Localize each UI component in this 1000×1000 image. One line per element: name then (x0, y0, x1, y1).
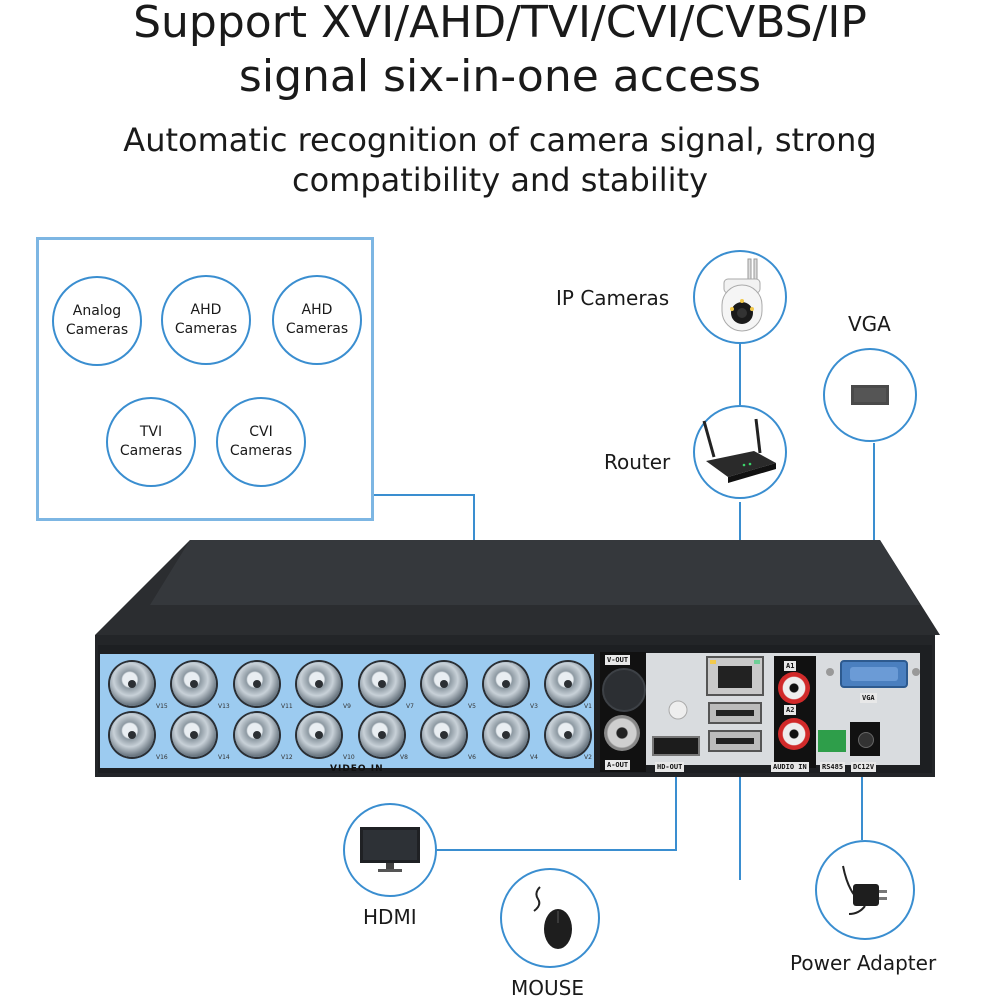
audio-in-port-a2[interactable] (778, 718, 810, 750)
bnc-port[interactable] (297, 662, 341, 706)
v-out-label: V-OUT (605, 655, 631, 665)
ip-camera-icon (721, 258, 763, 332)
page-title-line-2: signal six-in-one access (238, 51, 762, 102)
bnc-label: V3 (530, 703, 538, 710)
router-icon (702, 418, 776, 483)
audio-a1-label: A1 (784, 661, 797, 671)
mouse-label: MOUSE (511, 976, 584, 1000)
vga-label: VGA (848, 312, 891, 336)
router-label: Router (604, 450, 671, 474)
line-hdmi (437, 760, 677, 851)
screw-icon (826, 668, 834, 676)
bnc-port[interactable] (360, 713, 404, 757)
power-adapter-label: Power Adapter (790, 951, 937, 975)
bnc-port[interactable] (422, 713, 466, 757)
power-adapter-circle (815, 840, 915, 940)
power-adapter-icon (842, 865, 887, 915)
bnc-label: V15 (156, 703, 168, 710)
bnc-port[interactable] (297, 713, 341, 757)
mouse-icon (533, 886, 572, 949)
bnc-label: V14 (218, 754, 230, 761)
a-out-port[interactable] (604, 715, 640, 751)
bnc-label: V5 (468, 703, 476, 710)
qc-sticker-icon (668, 700, 688, 720)
usb-port[interactable] (708, 730, 762, 752)
a-out-label: A-OUT (605, 760, 631, 770)
bnc-port[interactable] (235, 662, 279, 706)
v-out-port[interactable] (602, 668, 646, 712)
bnc-port[interactable] (110, 662, 154, 706)
dc12v-label: DC12V (851, 762, 877, 772)
page-subtitle-line-1: Automatic recognition of camera signal, … (123, 121, 877, 159)
bnc-port[interactable] (484, 713, 528, 757)
vga-port[interactable] (840, 660, 908, 688)
bnc-port[interactable] (546, 713, 590, 757)
vga-port-label: VGA (860, 693, 877, 703)
vga-cable-icon (851, 385, 889, 405)
bnc-label: V13 (218, 703, 230, 710)
bnc-label: V11 (281, 703, 293, 710)
bnc-port[interactable] (422, 662, 466, 706)
bnc-label: V12 (281, 754, 293, 761)
bnc-label: V7 (406, 703, 414, 710)
hd-out-label: HD-OUT (655, 762, 685, 772)
usb-port[interactable] (708, 702, 762, 724)
bnc-label: V8 (400, 754, 408, 761)
bnc-port[interactable] (235, 713, 279, 757)
page-subtitle-line-2: compatibility and stability (291, 161, 708, 199)
hdmi-port[interactable] (652, 736, 700, 756)
bnc-label: V9 (343, 703, 351, 710)
hdmi-circle (343, 803, 437, 897)
audio-a2-label: A2 (784, 705, 797, 715)
bnc-port[interactable] (172, 662, 216, 706)
bnc-label: V1 (584, 703, 592, 710)
rs485-terminal[interactable] (818, 730, 846, 752)
bnc-port[interactable] (546, 662, 590, 706)
mouse-circle (500, 868, 600, 968)
bnc-label: V4 (530, 754, 538, 761)
ip-cameras-label: IP Cameras (556, 286, 670, 310)
rs485-label: RS485 (820, 762, 846, 772)
vga-circle (823, 348, 917, 442)
bnc-label: V16 (156, 754, 168, 761)
dc12v-port[interactable] (850, 722, 880, 756)
monitor-icon (360, 827, 420, 872)
audio-in-port-a1[interactable] (778, 672, 810, 704)
page-title-line-1: Support XVI/AHD/TVI/CVI/CVBS/IP (133, 0, 867, 48)
bnc-port[interactable] (110, 713, 154, 757)
bnc-port[interactable] (360, 662, 404, 706)
bnc-label: V10 (343, 754, 355, 761)
audio-in-label: AUDIO IN (771, 762, 809, 772)
bnc-port[interactable] (172, 713, 216, 757)
ip-camera-circle (693, 250, 787, 344)
video-in-label: VIDEO IN (330, 764, 384, 774)
screw-icon (912, 668, 920, 676)
lan-port[interactable] (706, 656, 764, 696)
router-circle (693, 405, 787, 499)
bnc-label: V6 (468, 754, 476, 761)
hdmi-label: HDMI (363, 905, 417, 929)
bnc-port[interactable] (484, 662, 528, 706)
bnc-label: V2 (584, 754, 592, 761)
